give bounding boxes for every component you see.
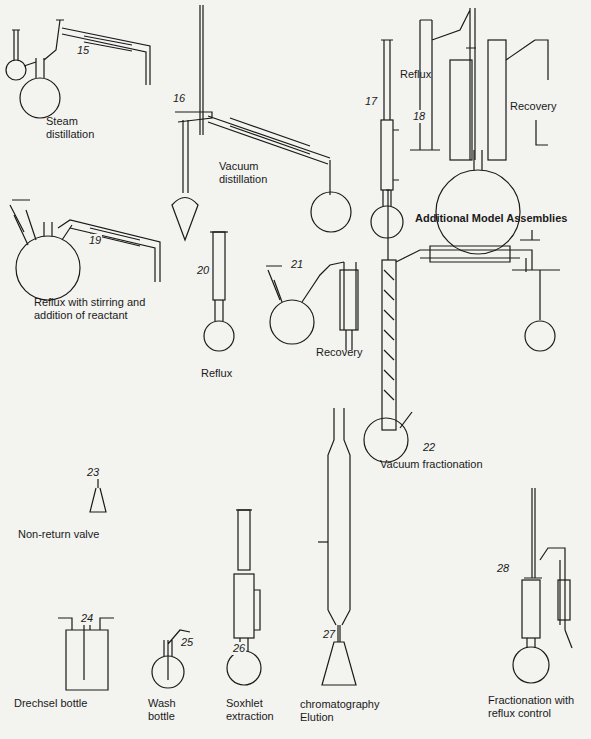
recovery-assembly-21 [266,262,358,350]
caption: Vacuum distillation [219,160,299,186]
vacuum-distillation-assembly [172,5,351,240]
caption: Non-return valve [18,528,99,541]
callout-number: 19 [88,234,102,247]
caption: Fractionation with reflux control [488,694,584,720]
section-heading: Additional Model Assemblies [415,212,567,225]
callout-number: 15 [76,44,90,57]
caption: chromatography Elution [300,698,400,724]
soxhlet-extractor [227,510,261,685]
callout-number: 26 [232,642,246,655]
reflux-assembly-17 [371,40,403,238]
caption: Drechsel bottle [14,697,87,710]
vacuum-fractionation-assembly [364,190,560,462]
callout-number: 16 [172,92,186,105]
caption: Recovery [510,100,556,113]
callout-number: 21 [290,258,304,271]
callout-number: 27 [322,628,336,641]
caption: Soxhlet extraction [226,697,290,723]
drechsel-bottle [58,618,114,690]
callout-number: 24 [80,612,94,625]
callout-number: 25 [180,636,194,649]
caption: Reflux with stirring and addition of rea… [34,296,150,322]
callout-number: 20 [196,264,210,277]
caption: Wash bottle [148,697,190,723]
steam-distillation-assembly [6,20,150,118]
reflux-assembly-20 [204,232,234,351]
caption: Reflux [400,68,431,81]
fractionation-assembly [513,488,572,683]
reflux-stirring-assembly [10,200,160,300]
callout-number: 17 [364,95,378,108]
callout-number: 23 [86,466,100,479]
callout-number: 28 [496,562,510,575]
caption: Recovery [316,346,362,359]
caption: Steam distillation [46,115,126,141]
callout-number: 18 [412,110,426,123]
callout-number: 22 [422,441,436,454]
chromatography-column [318,408,356,685]
caption: Reflux [201,367,232,380]
caption: Vacuum fractionation [380,458,483,471]
